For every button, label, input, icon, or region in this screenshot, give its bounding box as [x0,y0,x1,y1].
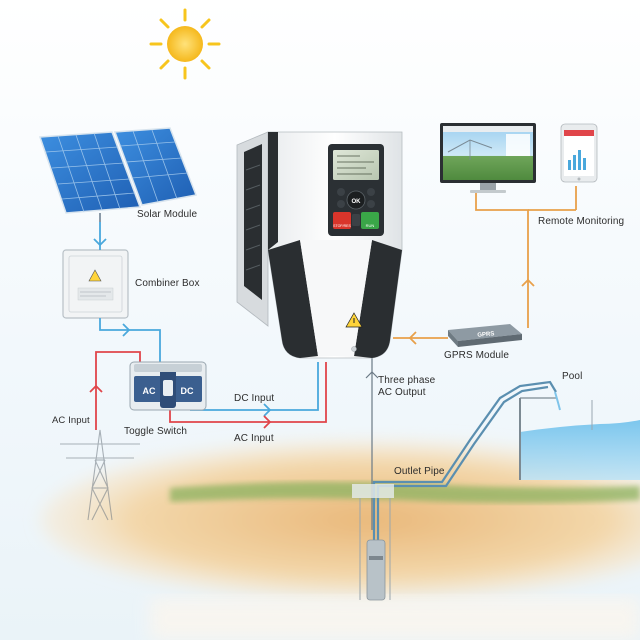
combiner-box-label: Combiner Box [135,278,200,289]
ac-input-left-label: AC Input [52,415,90,426]
tablet-icon [560,123,598,183]
flow-arrows [89,238,535,429]
well-pump-icon [352,484,394,601]
inverter-lcd-screen [333,150,379,180]
solar-module-icon [38,127,198,222]
switch-ac-text: AC [143,386,156,396]
inverter-menu-key [367,188,375,196]
solar-module-label: Solar Module [137,209,198,220]
gprs-box-text: GPRS [477,331,494,338]
monitor-wire-remote [475,192,529,328]
pool-label: Pool [562,371,583,382]
pool-icon [519,397,640,480]
water-stream [554,391,561,411]
ac-input-label: AC Input [234,433,274,444]
gprs-module-icon [448,324,522,347]
ac-wire-to-inverter [169,362,327,423]
outlet-pipe-label: Outlet Pipe [394,466,445,477]
wires [95,186,577,530]
dc-wire-to-inverter [190,362,319,411]
combiner-box-icon [62,249,129,319]
sun-icon [149,8,221,80]
gprs-module-label: GPRS Module [444,350,510,361]
inverter-device [236,131,403,359]
ac-wire-left [95,351,141,430]
switch-dc-text: DC [181,386,194,396]
inverter-ok-text: OK [352,199,362,205]
inverter-prog-key [337,188,345,196]
dc-input-label: DC Input [234,393,275,404]
inverter-right-key [367,200,375,208]
inverter-run-key [361,212,379,229]
desktop-monitor-icon [440,123,536,193]
ground [40,440,640,640]
power-tower-icon [60,429,140,521]
inverter-stop-key [333,212,351,229]
inverter-run-text: RUN [366,223,375,228]
toggle-switch-label: Toggle Switch [124,426,187,437]
inverter-stop-text: STOP/RES [333,224,351,228]
inverter-left-key [337,200,345,208]
three-phase-label-line2: AC Output [378,387,426,398]
three-phase-label-line1: Three phase [378,375,436,386]
remote-monitoring-label: Remote Monitoring [538,216,625,227]
inverter-ok-key [346,190,366,210]
toggle-switch-icon [129,361,207,411]
